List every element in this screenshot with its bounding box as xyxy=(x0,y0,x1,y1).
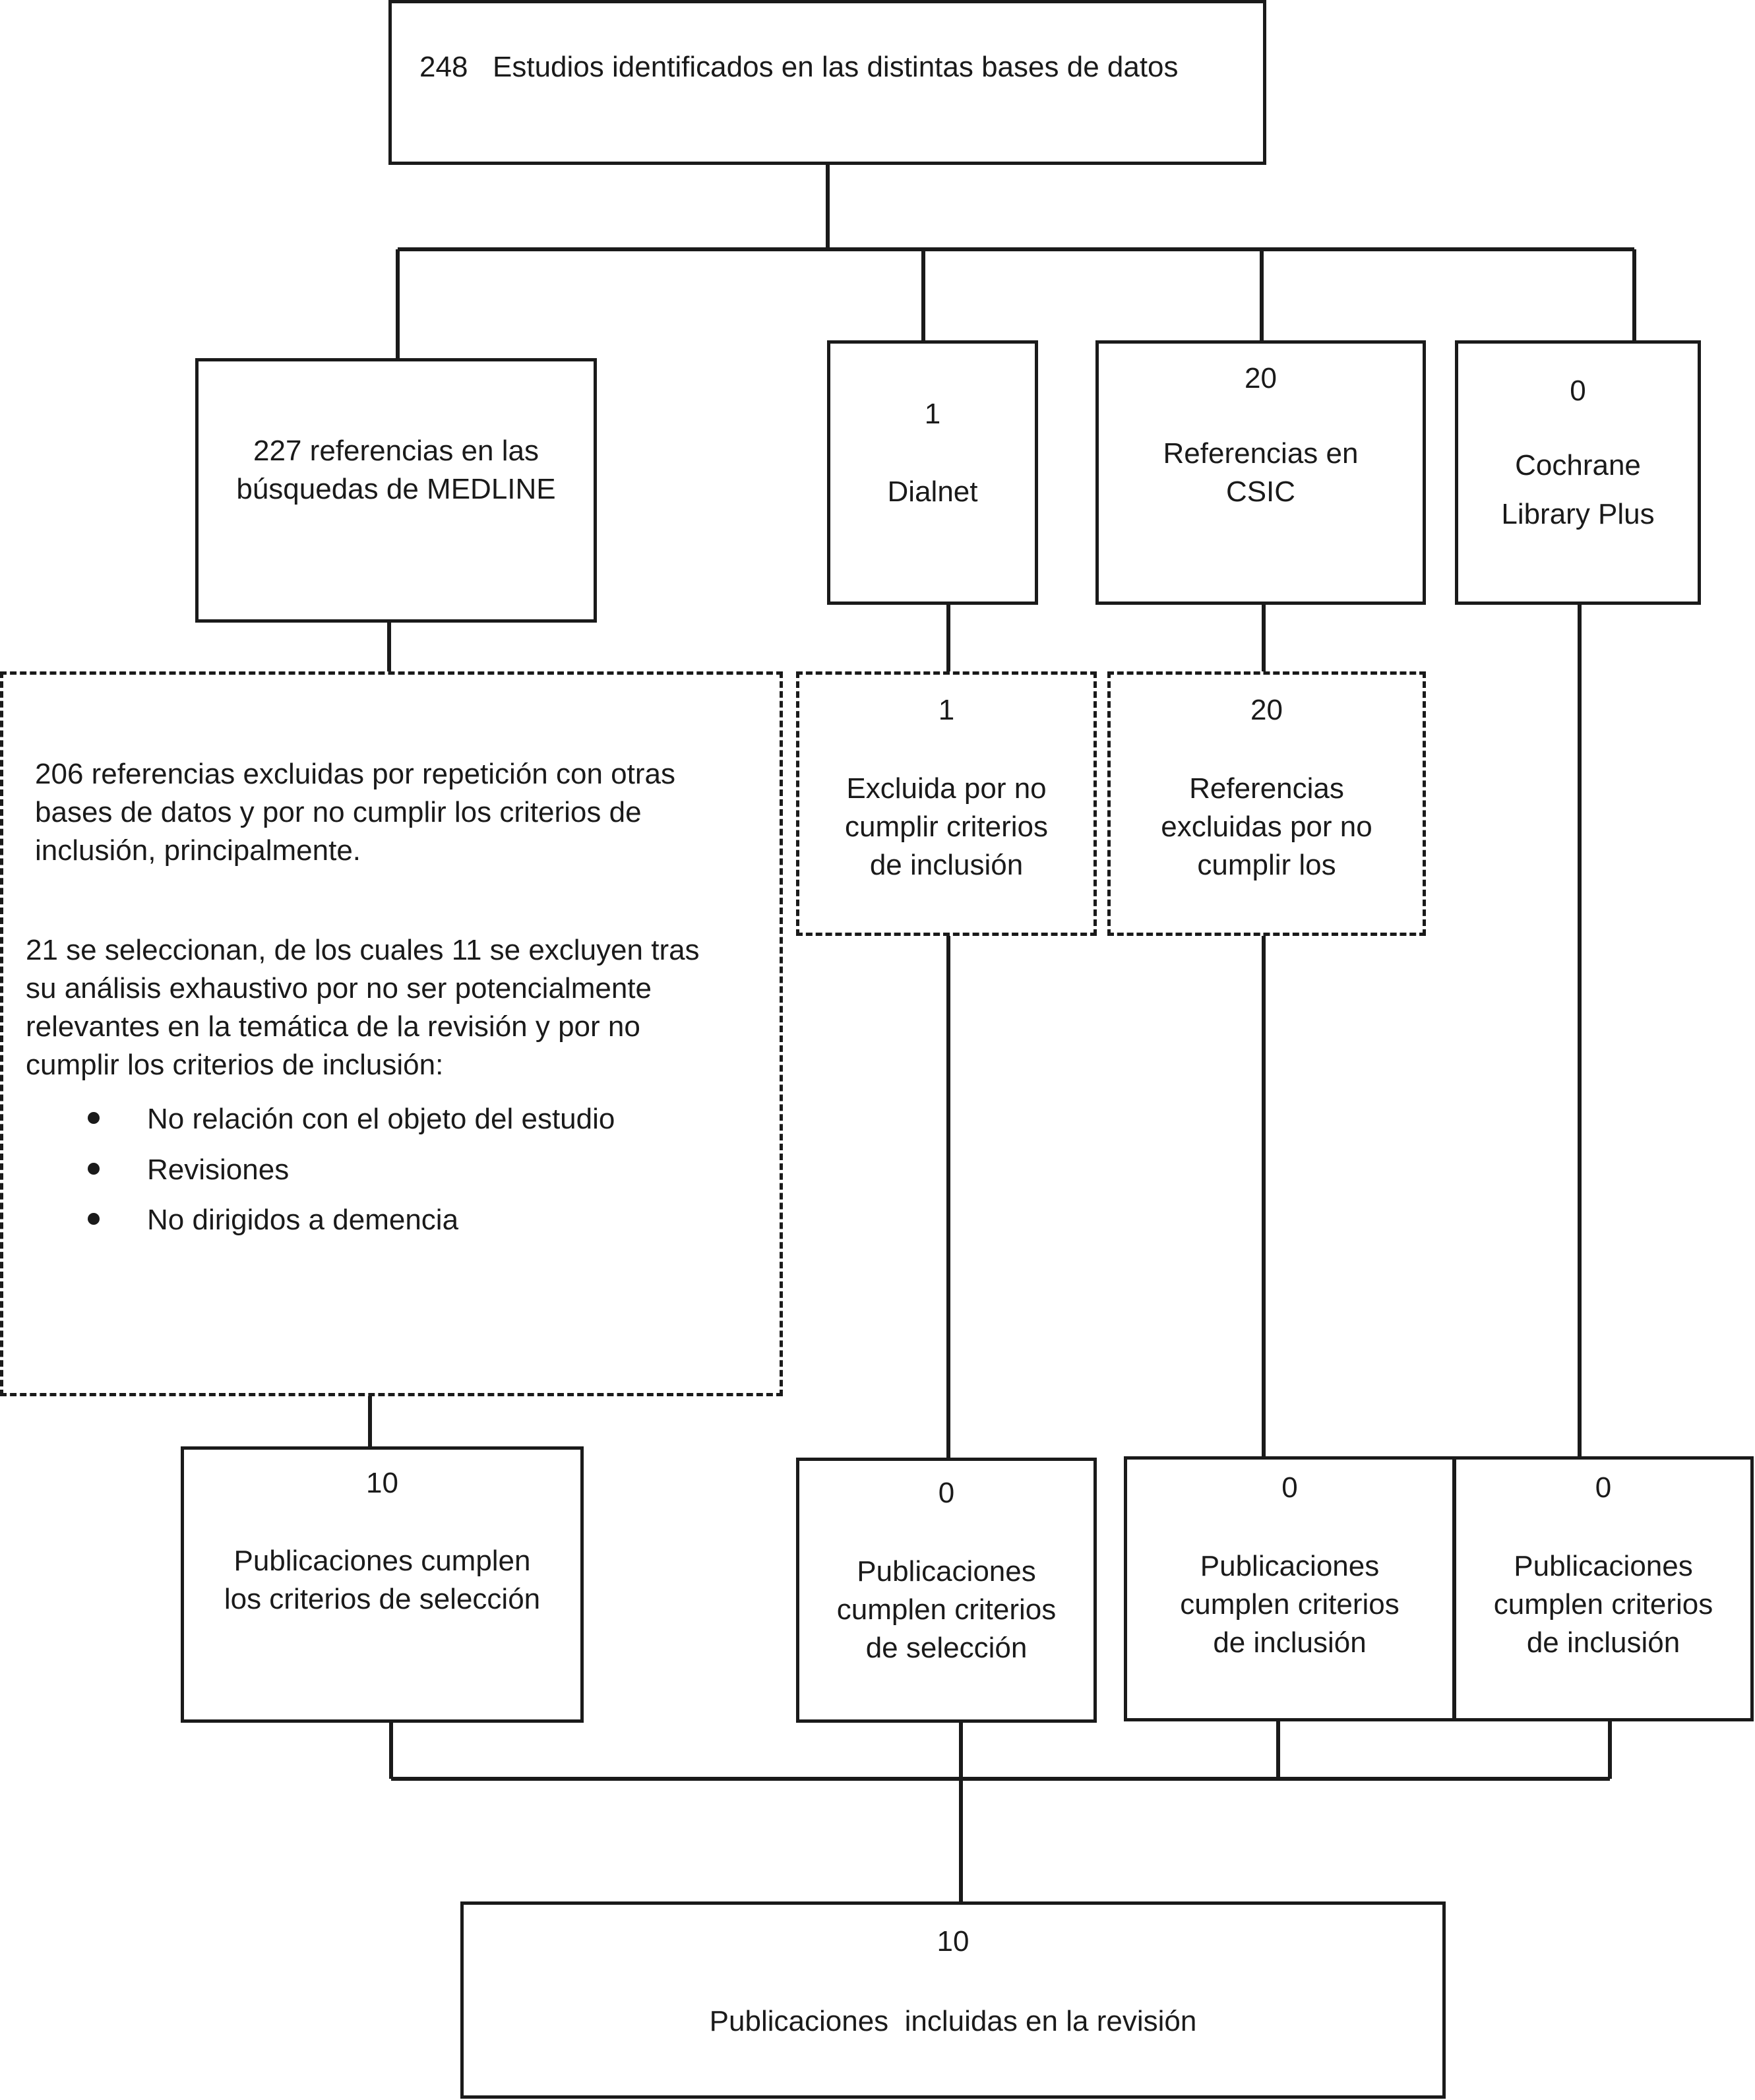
final-count: 10 xyxy=(937,1925,970,1958)
csic-exclusion-count: 20 xyxy=(1250,694,1283,726)
csic-source-line1: Referencias en xyxy=(1163,437,1359,470)
csic-source-box: 20 Referencias en CSIC xyxy=(1095,340,1426,605)
dialnet-source-count: 1 xyxy=(924,398,941,430)
cochrane-source-box: 0 Cochrane Library Plus xyxy=(1455,340,1701,605)
dialnet-exclusion-line3: de inclusión xyxy=(869,849,1024,881)
identified-studies-box: 248 Estudios identificados en las distin… xyxy=(388,0,1266,165)
cochrane-source-count: 0 xyxy=(1570,375,1586,407)
csic-result-line3: de inclusión xyxy=(1213,1626,1367,1659)
dialnet-source-box: 1 Dialnet xyxy=(827,340,1038,605)
cochrane-result-box: 0 Publicaciones cumplen criterios de inc… xyxy=(1453,1456,1754,1721)
medline-exclusion-bullet-3: No dirigidos a demencia xyxy=(147,1204,459,1236)
csic-source-line2: CSIC xyxy=(1225,476,1296,508)
medline-source-line2: búsquedas de MEDLINE xyxy=(236,473,556,505)
medline-exclusion-bullet-1: No relación con el objeto del estudio xyxy=(147,1103,615,1135)
medline-exclusion-box: 206 referencias excluidas por repetición… xyxy=(0,671,783,1396)
identified-count: 248 xyxy=(419,51,468,83)
medline-result-line1: Publicaciones cumplen xyxy=(233,1545,531,1577)
csic-exclusion-box: 20 Referencias excluidas por no cumplir … xyxy=(1107,671,1426,936)
medline-exclusion-para2-line2: su análisis exhaustivo por no ser potenc… xyxy=(26,972,652,1004)
medline-exclusion-para2-line3: relevantes en la temática de la revisión… xyxy=(26,1010,640,1043)
bullet-icon xyxy=(88,1213,100,1225)
medline-result-count: 10 xyxy=(366,1467,398,1499)
dialnet-result-line1: Publicaciones xyxy=(857,1555,1036,1588)
dialnet-exclusion-line2: cumplir criterios xyxy=(844,811,1049,843)
dialnet-result-line2: cumplen criterios xyxy=(836,1593,1057,1626)
medline-exclusion-para1-line1: 206 referencias excluidas por repetición… xyxy=(35,758,675,790)
csic-result-count: 0 xyxy=(1281,1471,1298,1504)
csic-exclusion-line2: excluidas por no xyxy=(1161,811,1372,843)
bullet-icon xyxy=(88,1112,100,1124)
medline-exclusion-para1-line3: inclusión, principalmente. xyxy=(35,834,361,867)
csic-result-line2: cumplen criterios xyxy=(1180,1588,1400,1621)
medline-source-line1: 227 referencias en las xyxy=(253,435,539,467)
medline-exclusion-bullet-2: Revisiones xyxy=(147,1154,290,1186)
medline-result-box: 10 Publicaciones cumplen los criterios d… xyxy=(181,1446,584,1723)
csic-exclusion-line3: cumplir los xyxy=(1197,849,1336,881)
dialnet-exclusion-box: 1 Excluida por no cumplir criterios de i… xyxy=(796,671,1097,936)
csic-source-count: 20 xyxy=(1245,362,1277,394)
medline-exclusion-para2-line1: 21 se seleccionan, de los cuales 11 se e… xyxy=(26,934,700,966)
final-label: Publicaciones incluidas en la revisión xyxy=(709,2005,1197,2037)
medline-source-box: 227 referencias en las búsquedas de MEDL… xyxy=(195,358,597,623)
dialnet-result-box: 0 Publicaciones cumplen criterios de sel… xyxy=(796,1458,1097,1723)
final-included-box: 10 Publicaciones incluidas en la revisió… xyxy=(460,1901,1446,2099)
cochrane-source-line2: Library Plus xyxy=(1501,498,1655,530)
cochrane-result-line1: Publicaciones xyxy=(1514,1550,1693,1582)
dialnet-result-line3: de selección xyxy=(865,1632,1028,1664)
medline-result-line2: los criterios de selección xyxy=(224,1583,541,1615)
cochrane-source-line1: Cochrane xyxy=(1515,449,1641,481)
identified-label: Estudios identificados en las distintas … xyxy=(493,51,1179,83)
csic-result-line1: Publicaciones xyxy=(1200,1550,1380,1582)
medline-exclusion-para2-line4: cumplir los criterios de inclusión: xyxy=(26,1049,444,1081)
bullet-icon xyxy=(88,1163,100,1175)
dialnet-source-label: Dialnet xyxy=(887,476,978,508)
medline-exclusion-para1-line2: bases de datos y por no cumplir los crit… xyxy=(35,796,642,828)
cochrane-result-line3: de inclusión xyxy=(1526,1626,1680,1659)
cochrane-result-line2: cumplen criterios xyxy=(1493,1588,1713,1621)
dialnet-exclusion-line1: Excluida por no xyxy=(846,772,1047,805)
csic-exclusion-line1: Referencias xyxy=(1189,772,1344,805)
dialnet-result-count: 0 xyxy=(938,1477,955,1509)
cochrane-result-count: 0 xyxy=(1595,1471,1612,1504)
dialnet-exclusion-count: 1 xyxy=(938,694,955,726)
csic-result-box: 0 Publicaciones cumplen criterios de inc… xyxy=(1124,1456,1456,1721)
